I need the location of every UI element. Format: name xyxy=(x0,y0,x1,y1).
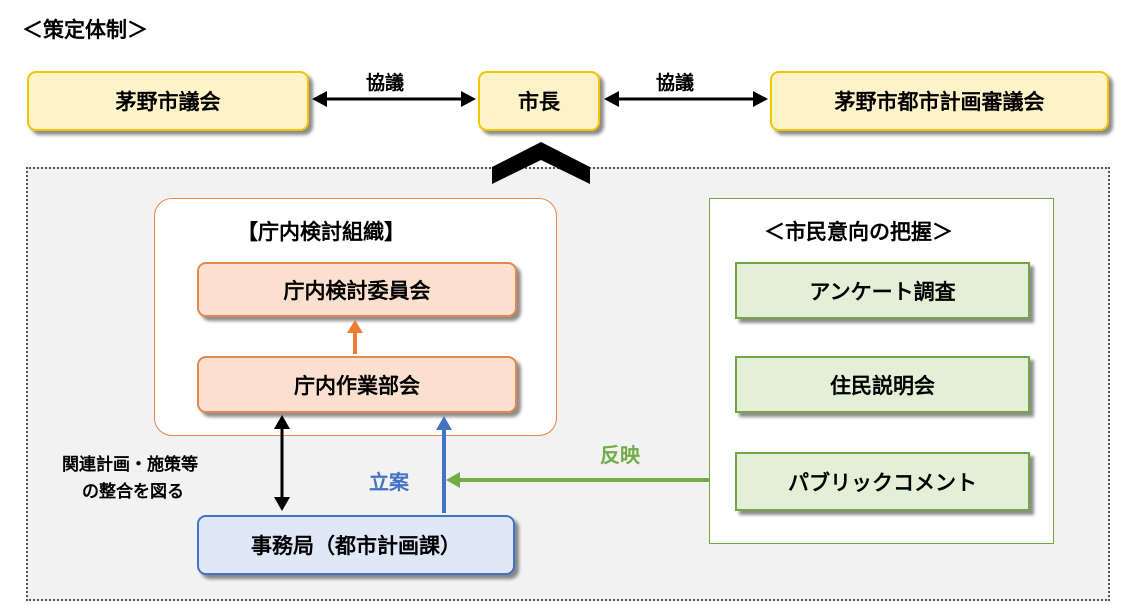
resident-briefing-box: 住民説明会 xyxy=(735,356,1030,413)
urban-planning-council-box: 茅野市都市計画審議会 xyxy=(770,71,1109,131)
consult-label-left: 協議 xyxy=(366,72,405,94)
survey-box: アンケート調査 xyxy=(735,262,1030,319)
diagram-title: ＜策定体制＞ xyxy=(22,18,148,42)
mayor-box: 市長 xyxy=(478,71,600,131)
secretariat-box: 事務局（都市計画課） xyxy=(197,515,515,575)
internal-study-heading: 【庁内検討組織】 xyxy=(237,220,405,244)
coordinate-label-line1: 関連計画・施策等 xyxy=(62,455,198,475)
draft-label: 立案 xyxy=(369,470,409,494)
reflect-arrow xyxy=(446,472,709,488)
city-council-box: 茅野市議会 xyxy=(27,71,309,131)
draft-arrow xyxy=(436,416,452,513)
report-arrow xyxy=(347,320,363,354)
coordinate-arrow xyxy=(274,415,290,511)
public-comment-box: パブリックコメント xyxy=(735,452,1030,511)
coordinate-label: 関連計画・施策等 の整合を図る xyxy=(62,452,198,506)
coordinate-label-line2: の整合を図る xyxy=(82,482,184,502)
chevron-up-icon xyxy=(492,142,590,184)
reflect-label: 反映 xyxy=(600,443,640,467)
internal-working-group-box: 庁内作業部会 xyxy=(197,356,517,413)
consult-arrow-right xyxy=(604,91,768,107)
internal-committee-box: 庁内検討委員会 xyxy=(197,262,517,317)
consult-label-right: 協議 xyxy=(656,72,695,94)
citizen-opinion-heading: ＜市民意向の把握＞ xyxy=(764,220,953,244)
consult-arrow-left xyxy=(312,91,476,107)
